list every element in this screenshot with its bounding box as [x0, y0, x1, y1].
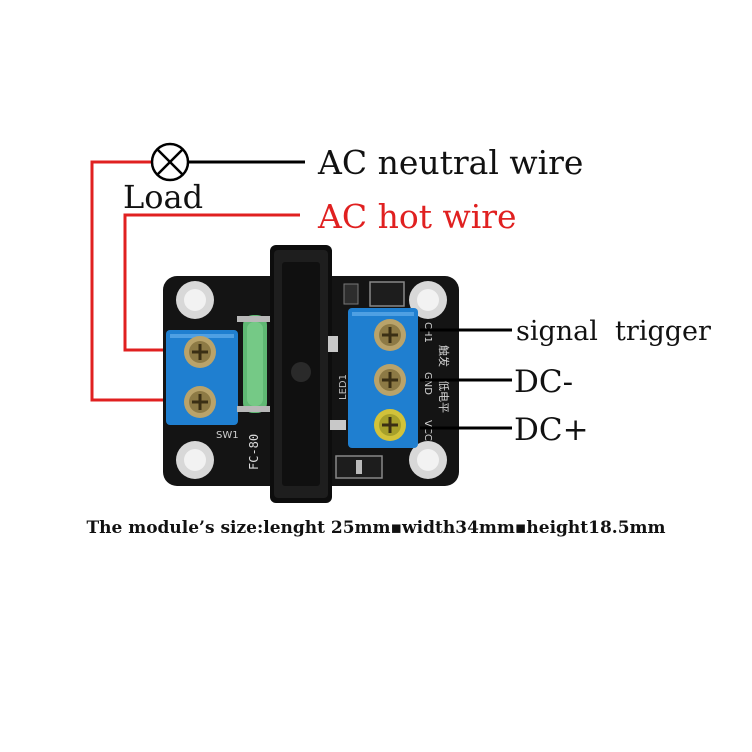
- cn-trigger-label: 触发: [437, 345, 451, 367]
- fuse-component: [237, 315, 273, 413]
- fuse-label: FC-80: [247, 434, 261, 470]
- mounting-hole: [176, 441, 214, 479]
- mounting-hole: [176, 281, 214, 319]
- hot-wire-outer: [90, 160, 172, 402]
- ac-terminal-block: [166, 330, 238, 425]
- led-label: LED1: [338, 374, 349, 400]
- led-indicator: [328, 336, 338, 352]
- module-size-caption: The module’s size:lenght 25mm▪width34mm▪…: [86, 518, 666, 538]
- hot-wire-inner: [123, 213, 300, 352]
- smd-component: [369, 281, 405, 307]
- ac-neutral-label: AC neutral wire: [317, 143, 583, 182]
- signal-trigger-label: signal trigger: [516, 316, 711, 347]
- ssr-label: SW1: [216, 430, 239, 441]
- ac-hot-label: AC hot wire: [317, 197, 517, 236]
- load-label: Load: [123, 178, 203, 216]
- pin-ch-label: CH1: [422, 322, 433, 343]
- cn-low-level-label: 低电平: [437, 380, 450, 413]
- solid-state-relay: [270, 245, 332, 503]
- dc-terminal-block: [348, 308, 418, 448]
- mounting-hole: [409, 441, 447, 479]
- pin-gnd-label: GND: [422, 372, 433, 395]
- mounting-hole: [409, 281, 447, 319]
- relay-module: FC-80 SW1 LED1: [163, 245, 459, 503]
- pin-vcc-label: VCC: [422, 420, 433, 441]
- smd-component: [330, 420, 346, 430]
- dc-plus-label: DC+: [514, 412, 589, 448]
- dc-minus-label: DC-: [514, 364, 573, 400]
- smd-component: [343, 283, 359, 305]
- load-lamp-icon: [150, 142, 190, 182]
